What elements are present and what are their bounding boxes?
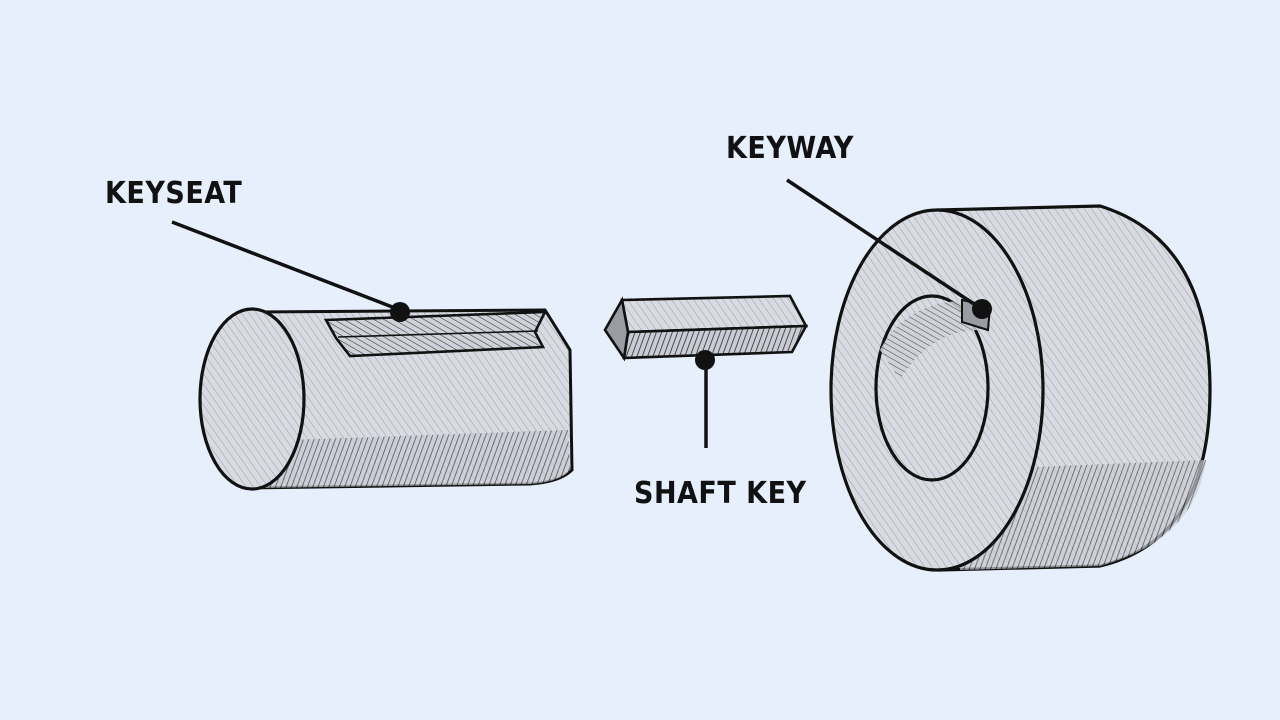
hub-bore-inner-shading — [880, 300, 980, 380]
shaft-key-marker-dot — [695, 350, 715, 370]
keyway-marker-dot — [972, 299, 992, 319]
key-front-face — [622, 324, 809, 360]
shaft-lower-shading — [255, 430, 570, 488]
hub — [829, 204, 1212, 572]
keyway-label: KEYWAY — [726, 131, 854, 166]
shaft-end-face — [198, 307, 306, 491]
shaft-key-label: SHAFT KEY — [634, 476, 807, 511]
keyseat-leader-line — [171, 220, 401, 312]
shaft — [198, 307, 574, 491]
keyseat-label: KEYSEAT — [105, 176, 242, 211]
keyseat-marker-dot — [390, 302, 410, 322]
key-bar — [603, 294, 809, 362]
keyway-leader-line — [786, 178, 981, 310]
callouts — [171, 178, 992, 448]
key-end-face — [603, 296, 630, 362]
